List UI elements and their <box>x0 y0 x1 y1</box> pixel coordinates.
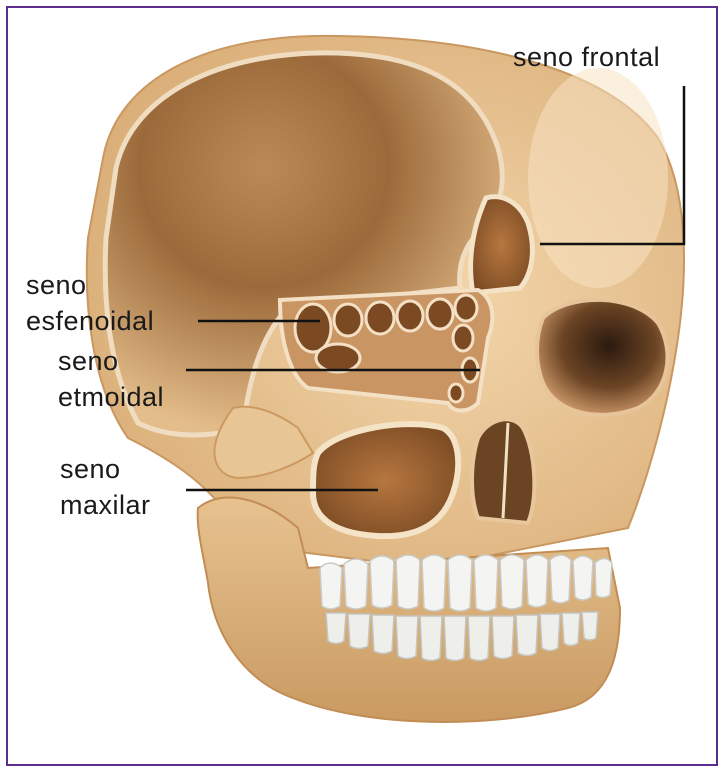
label-maxillary-sinus-line2: maxilar <box>60 490 151 520</box>
orbit <box>537 300 668 415</box>
label-sphenoid-sinus-line2: esfenoidal <box>26 306 154 336</box>
label-ethmoid-sinus-line1: seno <box>58 346 119 376</box>
frontal-sinus <box>471 197 533 293</box>
maxillary-sinus <box>313 424 458 536</box>
label-sphenoid-sinus-line1: seno <box>26 270 87 300</box>
diagram-frame: seno frontal seno esfenoidal seno etmoid… <box>6 6 718 766</box>
label-maxillary-sinus-line1: seno <box>60 454 121 484</box>
label-ethmoid-sinus-line2: etmoidal <box>58 382 164 412</box>
label-frontal-sinus: seno frontal <box>513 42 660 72</box>
